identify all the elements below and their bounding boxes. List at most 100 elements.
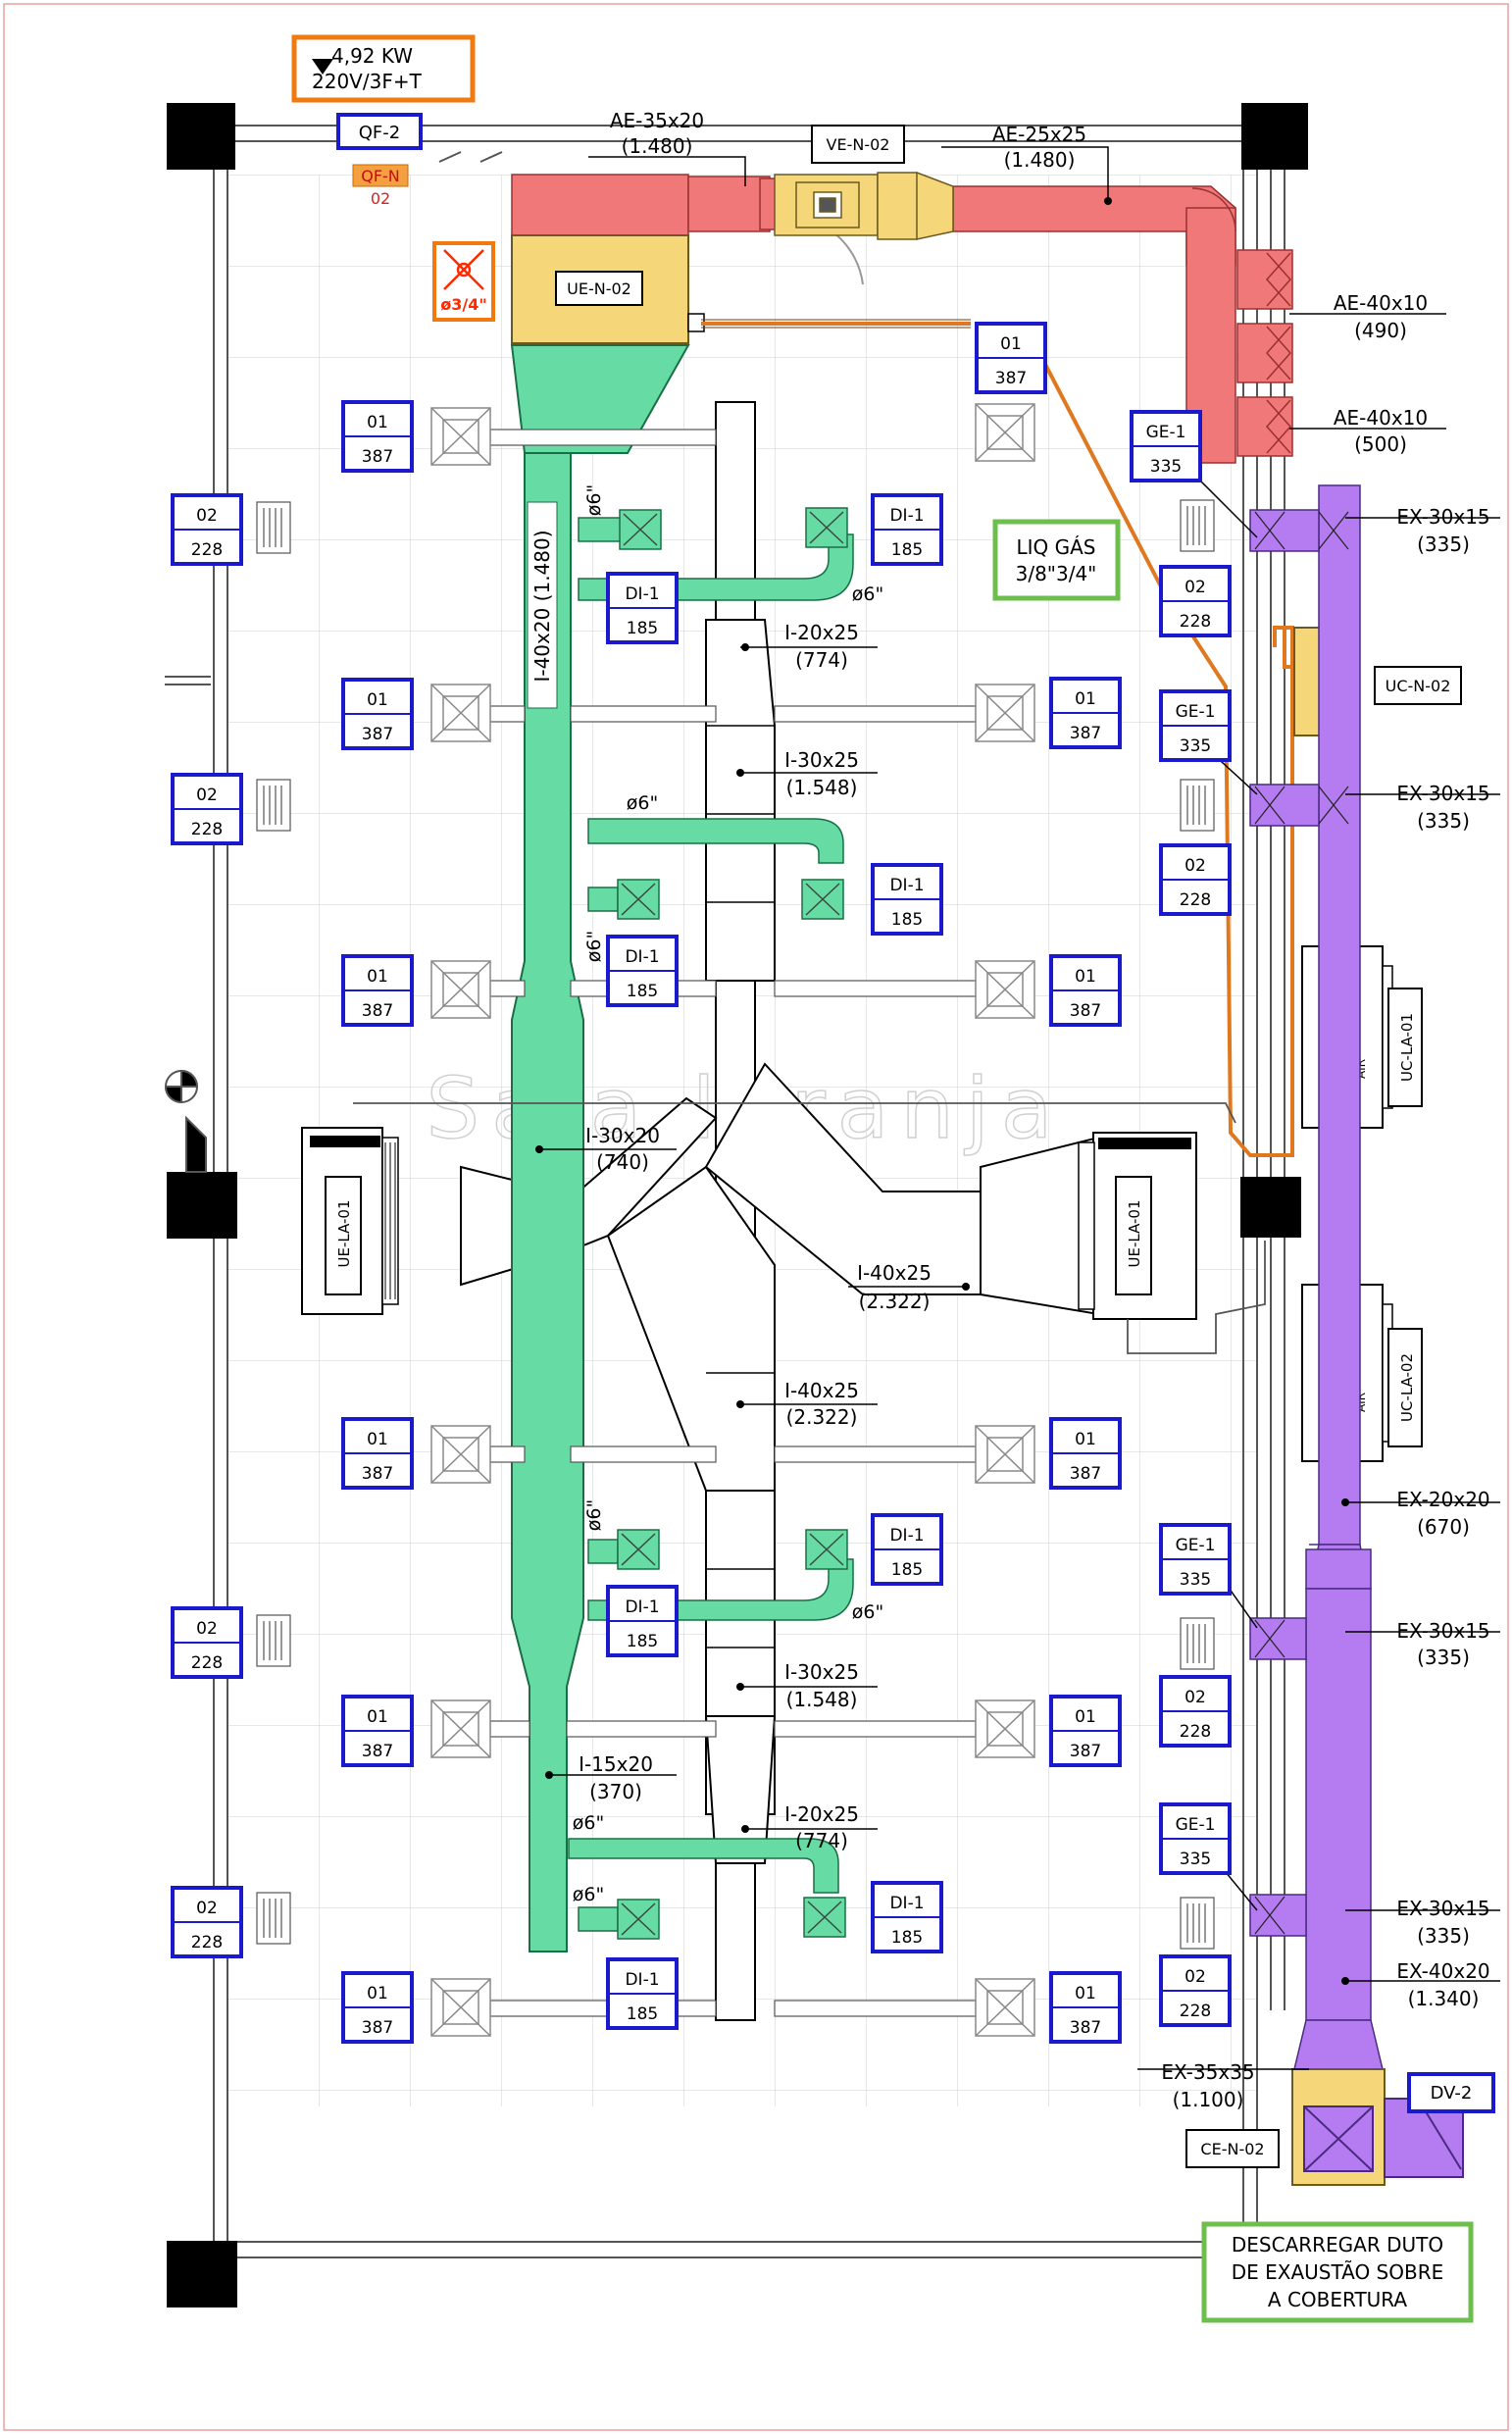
tag-type: DI-1 [625,584,659,604]
ue-n02-label: UE-N-02 [567,279,631,298]
supply-label-flow: (2.322) [859,1290,931,1313]
grille-02-tag[interactable]: 02 228 [171,1606,243,1679]
power-rating: 4,92 KW [331,44,413,68]
ce-n02-tag[interactable] [1185,2129,1280,2168]
supply-label-size: I-20x25 [784,1802,859,1826]
flex-diameter-label: ø6" [627,792,658,814]
supply-diffuser [430,1699,491,1758]
tag-type: 01 [367,1430,388,1449]
qfn-tag[interactable] [352,164,409,187]
drain-piping [353,1102,1266,1354]
tag-airflow: 228 [191,1653,223,1673]
ue-la01-right-label: UE-LA-01 [1126,1199,1143,1267]
supply-diffuser [430,1978,491,2037]
tag-airflow: 185 [627,2004,658,2024]
drain-diameter: ø3/4" [440,295,486,314]
tag-airflow: 228 [1180,2002,1211,2021]
supply-diffuser [975,1425,1035,1484]
equipment-tags: 0138701387013870138701387013870138701387… [171,322,1232,2044]
qf2-label: QF-2 [359,123,400,143]
branch-duct-joints [706,725,775,1648]
dv2-tag[interactable] [1407,2072,1495,2113]
flex-diameter-label: ø6" [583,931,605,962]
ve-n02-label: VE-N-02 [827,135,890,154]
tag-type: GE-1 [1176,702,1216,722]
tag-type: 01 [1075,689,1096,709]
return-air-duct [511,174,1293,464]
grille-02-tag[interactable]: 02 228 [1159,843,1232,916]
exhaust-label-flow: (335) [1417,1924,1470,1948]
tag-airflow: 228 [191,540,223,560]
ue-la01-left-unit[interactable]: UE-LA-01 [301,1127,399,1315]
ae-25x25-size: AE-25x25 [992,123,1086,146]
drain-cross-icon [443,249,484,290]
refrigerant-line-tag [992,519,1121,601]
ae-40x10-b-size: AE-40x10 [1334,406,1428,430]
di1-diffuser [617,1899,660,1940]
ue-la01-right-unit[interactable]: UE-LA-01 [1078,1132,1197,1320]
supply-label-size: I-15x20 [579,1752,653,1776]
power-voltage: 220V/3F+T [312,70,423,93]
tag-airflow: 228 [1180,890,1211,910]
tag-type: 02 [196,1899,218,1918]
uc-la02-label: UC-LA-02 [1398,1353,1416,1422]
tag-type: 02 [1184,856,1206,876]
tag-airflow: 185 [891,1560,923,1580]
supply-label-size: I-30x25 [784,748,859,772]
di1-tag[interactable]: DI-1 185 [606,572,679,644]
supply-diffuser [975,1699,1035,1758]
tag-airflow: 185 [627,619,658,638]
ge1-tag[interactable]: GE-1 335 [1159,689,1232,762]
supply-diffuser [975,684,1035,742]
tag-type: 01 [367,690,388,710]
tag-airflow: 228 [1180,1722,1211,1742]
di1-diffusers [617,507,848,1940]
tag-airflow: 335 [1180,736,1211,756]
supply-label-size: I-40x25 [857,1261,932,1285]
flex-diameter-label: ø6" [573,1884,604,1905]
tag-type: 02 [196,1619,218,1639]
flex-diameter-label: ø6" [852,1601,883,1623]
exhaust-duct [1249,484,1384,2070]
tag-airflow: 387 [1070,1001,1101,1021]
tag-airflow: 387 [362,1001,393,1021]
tag-airflow: 387 [1070,1464,1101,1484]
ve-n02-tag[interactable] [811,125,905,164]
qf2-tag[interactable] [336,113,423,150]
tag-airflow: 335 [1180,1570,1211,1590]
uc-n02-label: UC-N-02 [1386,677,1451,695]
supply-label-size: I-30x25 [784,1660,859,1684]
note-line-3: A COBERTURA [1268,2288,1407,2311]
tag-airflow: 185 [891,910,923,930]
ae-40x10-b-flow: (500) [1354,432,1407,456]
supply-label-flow: (1.548) [786,776,858,799]
